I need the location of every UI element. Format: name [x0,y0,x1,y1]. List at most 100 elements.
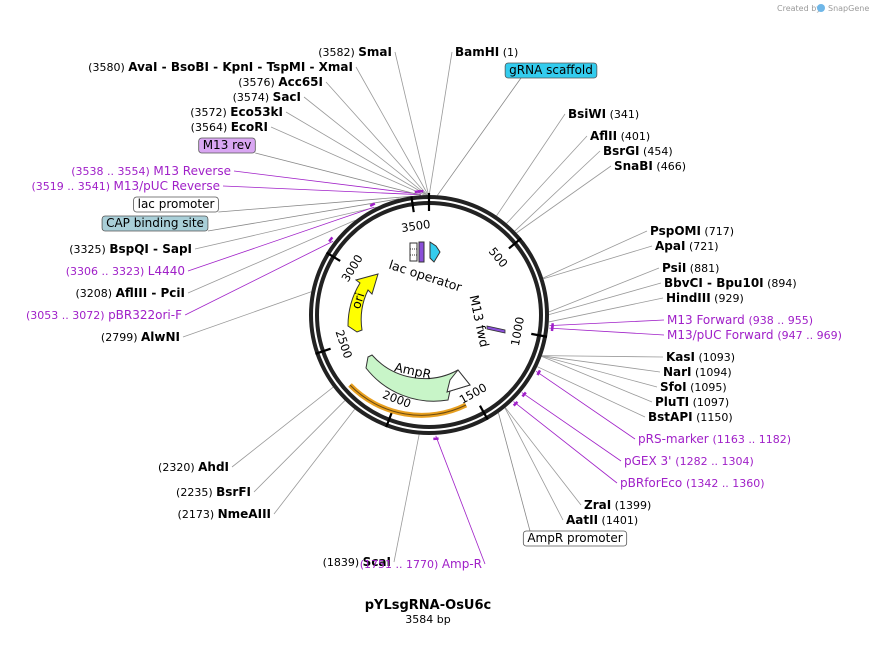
site-leader-11 [542,230,648,279]
site-pos: (1839) [323,556,363,569]
enzyme-name: SacI [273,90,301,104]
site-label-0[interactable]: (3582) SmaI [318,45,392,59]
site-label-19[interactable]: PluTI (1097) [655,395,729,409]
site-leader-16 [541,355,664,358]
site-label-5[interactable]: (3572) Eco53kI [190,105,283,119]
enzyme-name: AhdI [198,460,229,474]
primer-mark-7 [521,391,527,398]
site-label-7[interactable]: BsiWI (341) [568,107,639,121]
feature-box-label: AmpR promoter [527,531,622,545]
enzyme-name: BbvCI [664,276,703,290]
site-pos: (401) [617,130,650,143]
site-label-2[interactable]: (3580) AvaI - BsoBI - KpnI - TspMI - Xma… [88,60,353,74]
feature-box-2[interactable]: lac promoter [133,196,219,213]
enzyme-name: XmaI [319,60,353,74]
site-label-15[interactable]: HindIII (929) [666,291,744,305]
enzyme-name: BstAPI [648,410,693,424]
site-label-12[interactable]: ApaI (721) [655,239,719,253]
enzyme-name: SmaI [358,45,392,59]
site-pos: (717) [701,225,734,238]
site-pos: (454) [640,145,673,158]
feature-box-label: gRNA scaffold [509,63,593,77]
site-label-26[interactable]: (2173) NmeAIII [178,507,271,521]
site-label-27[interactable]: (2799) AlwNI [101,330,180,344]
enzyme-name: ApaI [655,239,685,253]
primer-label-3[interactable]: (3053 .. 3072) pBR322ori-F [26,308,182,322]
m13-fwd-arrow[interactable] [486,325,506,334]
feature-box-3[interactable]: CAP binding site [101,215,209,232]
enzyme-name: PspOMI [650,224,701,238]
site-label-13[interactable]: PsiI (881) [662,261,719,275]
site-leader-12 [543,245,653,280]
tick-label-2500: 2500 [332,328,355,360]
site-label-3[interactable]: (3576) Acc65I [238,75,323,89]
site-label-8[interactable]: AflII (401) [590,129,650,143]
enzyme-name: EcoRI [231,120,268,134]
site-leader-2 [355,66,429,196]
site-label-25[interactable]: (2235) BsrFI [176,485,251,499]
site-leader-22 [504,407,564,521]
feature-box-label: M13 rev [203,138,252,152]
enzyme-name: BsiWI [568,107,606,121]
enzyme-name: BspQI [109,242,149,256]
primer-mark-2 [369,202,376,207]
site-label-21[interactable]: ZraI (1399) [584,498,651,512]
site-label-14[interactable]: BbvCI - Bpu10I (894) [664,276,797,290]
site-label-6[interactable]: (3564) EcoRI [191,120,268,134]
site-label-10[interactable]: SnaBI (466) [614,159,686,173]
site-label-22[interactable]: AatII (1401) [566,513,638,527]
primer-label-0[interactable]: (3538 .. 3554) M13 Reverse [71,164,231,178]
site-label-4[interactable]: (3574) SacI [233,90,301,104]
primer-label-7[interactable]: pGEX 3' (1282 .. 1304) [624,454,754,468]
site-leader-15 [548,297,664,323]
site-leader-13 [548,267,660,313]
primer-label-5[interactable]: M13/pUC Forward (947 .. 969) [667,328,842,342]
primer-leader-3 [184,240,334,316]
feature-leader-3 [207,198,400,232]
site-label-23[interactable]: (1839) ScaI [323,555,391,569]
site-pos: (1095) [687,381,727,394]
tick-2500 [315,347,331,355]
ori-arrow[interactable] [347,273,379,333]
tick-500 [508,237,522,250]
feature-box-0[interactable]: gRNA scaffold [504,62,598,79]
site-pos: (3576) [238,76,278,89]
site-label-28[interactable]: (3208) AflIII - PciI [76,286,186,300]
primer-leader-8 [513,401,618,484]
site-label-18[interactable]: SfoI (1095) [660,380,727,394]
enzyme-name: NmeAIII [218,507,271,521]
site-leader-29 [194,206,377,250]
grna-scaffold-arrow[interactable] [429,241,441,263]
site-label-17[interactable]: NarI (1094) [663,365,732,379]
feature-box-4[interactable]: AmpR promoter [522,530,628,547]
site-label-9[interactable]: BsrGI (454) [603,144,673,158]
site-pos: (2173) [178,508,218,521]
primer-label-1[interactable]: (3519 .. 3541) M13/pUC Reverse [31,179,220,193]
site-label-24[interactable]: (2320) AhdI [158,460,229,474]
enzyme-name: Bpu10I [716,276,763,290]
site-label-16[interactable]: KasI (1093) [666,350,735,364]
primer-label-8[interactable]: pBRforEco (1342 .. 1360) [620,476,765,490]
site-label-29[interactable]: (3325) BspQI - SapI [69,242,192,256]
lac-operator-box[interactable] [409,242,418,262]
enzyme-name: NarI [663,365,692,379]
primer-label-4[interactable]: M13 Forward (938 .. 955) [667,313,813,327]
tick-2000 [385,411,393,428]
site-label-20[interactable]: BstAPI (1150) [648,410,733,424]
site-pos: (1) [499,46,518,59]
site-leader-25 [253,400,346,493]
m13-rev-box[interactable] [418,241,425,263]
primer-label-2[interactable]: (3306 .. 3323) L4440 [66,264,185,278]
feature-box-1[interactable]: M13 rev [198,137,256,154]
site-leader-14 [548,282,662,315]
site-label-1[interactable]: BamHI (1) [455,45,518,59]
enzyme-name: PluTI [655,395,689,409]
site-pos: (1401) [598,514,638,527]
primer-label-6[interactable]: pRS-marker (1163 .. 1182) [638,432,791,446]
primer-label-9[interactable]: (1751 .. 1770) Amp-R [360,557,482,571]
site-label-11[interactable]: PspOMI (717) [650,224,734,238]
feature-leader-2 [218,195,412,213]
site-leader-0 [394,51,429,196]
